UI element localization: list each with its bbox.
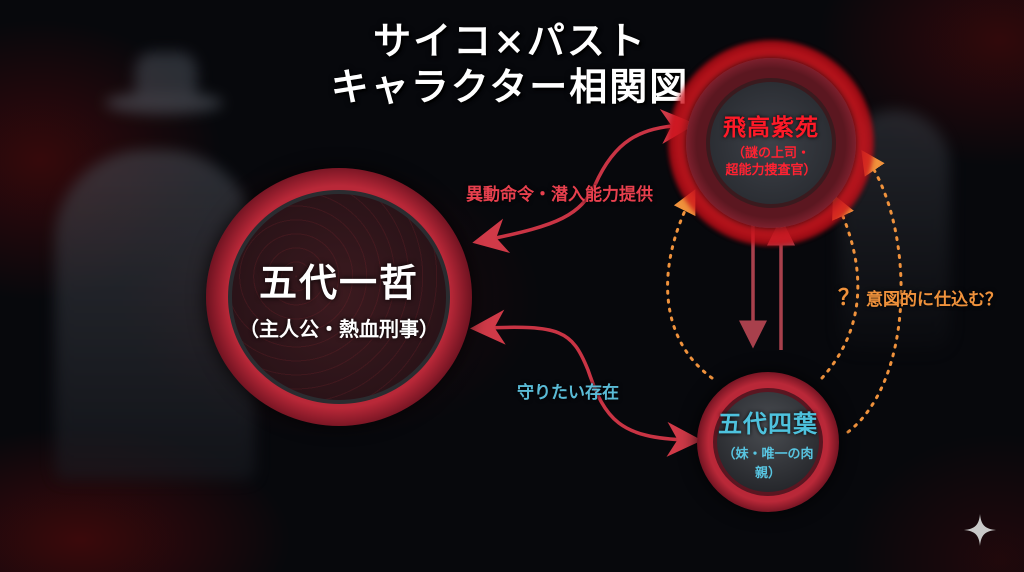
dotted-arrow-right-outer (846, 150, 903, 434)
boss-role-line-1: （謎の上司・ (731, 145, 810, 161)
title-line-2: キャラクター相関図 (330, 64, 690, 109)
arrow-boss-protagonist (472, 109, 696, 253)
relation-label-protect: 守りたい存在 (517, 383, 619, 403)
node-body: 五代一哲 （主人公・熱血刑事） (228, 190, 450, 404)
title-line-1: サイコ×パスト (373, 18, 647, 63)
dotted-arrow-left (666, 189, 714, 380)
boss-role-line-2: 超能力捜査官） (725, 162, 817, 178)
relation-label-order: 異動命令・潜入能力提供 (466, 185, 653, 205)
sparkle-icon (962, 512, 998, 548)
node-body: 五代四葉 （妹・唯一の肉親） (713, 388, 823, 496)
relation-label-intent: ？意図的に仕込む？ (838, 280, 1002, 312)
node-boss: 飛高紫苑 （謎の上司・ 超能力捜査官） (668, 40, 874, 246)
node-body: 飛高紫苑 （謎の上司・ 超能力捜査官） (706, 78, 836, 208)
question-mark-icon: ？ (838, 285, 861, 311)
sister-name: 五代四葉 (718, 409, 818, 438)
page-title: サイコ×パスト キャラクター相関図 (320, 18, 700, 110)
boss-name: 飛高紫苑 (723, 114, 819, 141)
arrow-protagonist-sister (470, 309, 702, 457)
node-sister: 五代四葉 （妹・唯一の肉親） (697, 372, 839, 512)
intent-text: 意図的に仕込む？ (866, 290, 1003, 310)
dotted-arrow-right-inner (820, 194, 860, 380)
sister-role: （妹・唯一の肉親） (722, 446, 814, 481)
protagonist-name: 五代一哲 (258, 260, 419, 305)
node-protagonist: 五代一哲 （主人公・熱血刑事） (206, 168, 472, 426)
protagonist-role: （主人公・熱血刑事） (239, 317, 439, 341)
